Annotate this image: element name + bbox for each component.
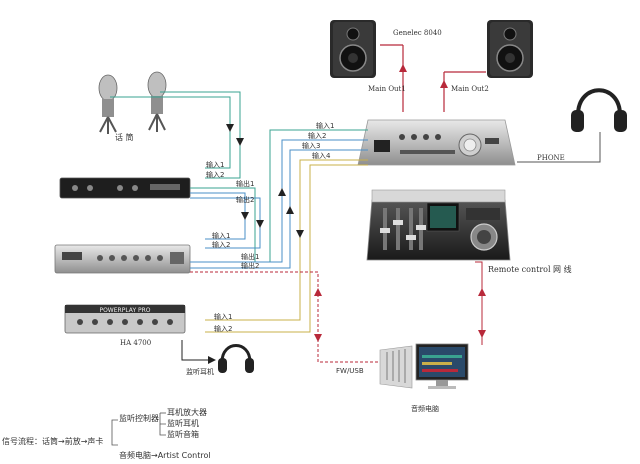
ha4700-caption: HA 4700 — [120, 339, 152, 347]
svg-text:POWERPLAY PRO: POWERPLAY PRO — [99, 307, 150, 314]
olive-lines — [205, 159, 368, 333]
main-out2-label: Main Out2 — [451, 85, 489, 93]
monitor-in1-label: 输入1 — [316, 122, 335, 130]
olive-arrow-1 — [296, 230, 304, 238]
microphones — [98, 71, 167, 134]
interface-in1-label: 输入1 — [212, 232, 231, 240]
red-dashed-lines — [190, 271, 378, 363]
up-arrow-1 — [278, 188, 286, 196]
main-out1-arrow — [399, 64, 407, 72]
preamp-out1-label: 输出1 — [236, 180, 255, 188]
monitor-in2-label: 输入2 — [308, 132, 327, 140]
legend-daw-control: 音频电脑→Artist Control — [119, 451, 211, 460]
red-arrow-up — [314, 288, 322, 296]
ha-in1-label: 输入1 — [214, 313, 233, 321]
teal-arrow-1 — [226, 124, 234, 132]
preamp-in2-label: 输入2 — [206, 171, 225, 179]
legend-brackets — [111, 412, 166, 446]
legend-monitor-headphones: 监听耳机 — [167, 419, 199, 428]
phone-label: PHONE — [537, 154, 565, 162]
teal-arrow-2 — [236, 138, 244, 146]
interface-in2-label: 输入2 — [212, 241, 231, 249]
interface-out1-label: 输出1 — [241, 253, 260, 261]
speaker-model-label: Genelec 8040 — [393, 29, 442, 37]
interface-out2-label: 输出2 — [241, 262, 260, 270]
teal-lines — [110, 91, 368, 263]
preamp-out2-label: 输出2 — [236, 196, 255, 204]
red-arrow-down — [314, 334, 322, 342]
legend-signal-path: 信号流程：话筒→前放→声卡 — [2, 437, 104, 446]
legend-monitor-controller: 监听控制器 — [119, 414, 159, 423]
remote-control-label: Remote control 网 线 — [488, 265, 572, 274]
artist-control — [366, 189, 511, 261]
remote-arrow-down — [478, 330, 486, 338]
blue-arrow-2 — [256, 220, 264, 228]
preamp-rack — [59, 177, 191, 199]
ha4700-unit: POWERPLAY PRO — [64, 304, 186, 334]
headphones-top — [571, 88, 627, 132]
main-out-lines — [380, 44, 486, 112]
audio-interface-rack — [54, 244, 191, 274]
remote-arrow-up — [478, 288, 486, 296]
speaker-left — [330, 20, 376, 78]
monitor-in4-label: 输入4 — [312, 152, 331, 160]
computer-caption: 音频电脑 — [411, 405, 439, 413]
preamp-in1-label: 输入1 — [206, 161, 225, 169]
monitor-controller — [357, 119, 516, 166]
main-out2-arrow — [440, 80, 448, 88]
blue-arrow-1 — [241, 212, 249, 220]
mic-caption: 话 筒 — [115, 133, 134, 142]
headphone-out-label: 监听耳机 — [186, 368, 214, 376]
audio-computer — [379, 343, 469, 389]
phone-cable — [517, 132, 601, 163]
main-out1-label: Main Out1 — [368, 85, 406, 93]
speaker-right — [487, 20, 533, 78]
fw-usb-label: FW/USB — [336, 367, 364, 375]
ha-in2-label: 输入2 — [214, 325, 233, 333]
monitor-in3-label: 输入3 — [302, 142, 321, 150]
ha-to-headphone-line — [181, 340, 216, 364]
legend-monitor-speakers: 监听音箱 — [167, 430, 199, 439]
remote-line — [475, 261, 483, 345]
legend-headphone-amp: 耳机放大器 — [167, 408, 207, 417]
up-arrow-2 — [286, 206, 294, 214]
headphones-lower — [218, 344, 254, 373]
